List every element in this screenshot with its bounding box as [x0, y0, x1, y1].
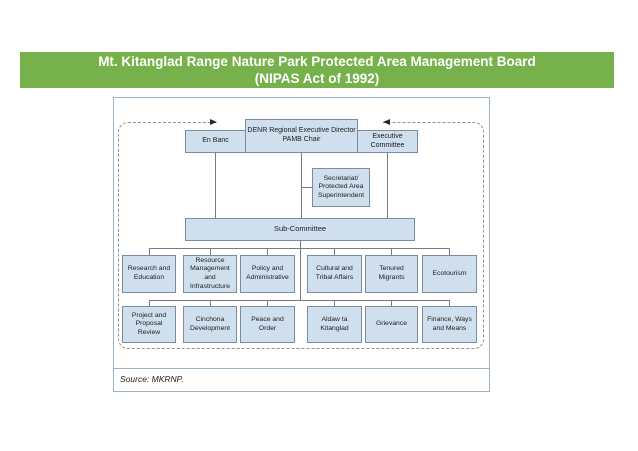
org-node-tenured-migrants: Tenured Migrants: [365, 255, 418, 293]
org-node-cultural-and-tribal-affairs: Cultural and Tribal Affairs: [307, 255, 362, 293]
connector-line: [149, 248, 450, 249]
slide-title-line2: (NIPAS Act of 1992): [254, 71, 380, 86]
org-node-aldaw-ta-kitanglad: Aldaw ta Kitanglad: [307, 306, 362, 343]
connector-line: [210, 248, 211, 255]
org-node-resource-management-infrastructure: Resource Management and Infrastructure: [183, 255, 237, 293]
connector-line: [334, 248, 335, 255]
connector-line: [149, 248, 150, 255]
org-node-project-and-proposal-review: Project and Proposal Review: [122, 306, 176, 343]
org-node-executive-committee: Executive Committee: [357, 130, 418, 153]
org-node-en-banc: En Banc: [185, 130, 246, 153]
connector-line: [149, 300, 150, 306]
connector-line: [387, 153, 388, 218]
dashed-arrow-left-icon: [383, 119, 390, 125]
slide-title-line1: Mt. Kitanglad Range Nature Park Protecte…: [98, 54, 536, 69]
org-node-finance-ways-and-means: Finance, Ways and Means: [422, 306, 477, 343]
connector-line: [301, 187, 312, 188]
connector-line: [300, 241, 301, 300]
connector-line: [149, 300, 450, 301]
connector-line: [301, 153, 302, 218]
org-node-secretariat: Secretariat/ Protected Area Superintende…: [312, 168, 370, 207]
connector-line: [210, 300, 211, 306]
connector-line: [215, 153, 216, 218]
org-node-sub-committee: Sub-Committee: [185, 218, 415, 241]
connector-line: [334, 300, 335, 306]
connector-line: [391, 300, 392, 306]
dashed-arrow-right-icon: [210, 119, 217, 125]
figure-footer-divider: [114, 368, 489, 369]
connector-line: [449, 300, 450, 306]
org-node-research-and-education: Research and Education: [122, 255, 176, 293]
org-node-ecotourism: Ecotourism: [422, 255, 477, 293]
source-note: Source: MKRNP.: [120, 374, 184, 384]
connector-line: [449, 248, 450, 255]
org-node-grievance: Grievance: [365, 306, 418, 343]
connector-line: [267, 248, 268, 255]
slide-title-banner: Mt. Kitanglad Range Nature Park Protecte…: [20, 52, 614, 88]
connector-line: [267, 300, 268, 306]
org-node-cinchona-development: Cinchona Development: [183, 306, 237, 343]
org-node-policy-and-administrative: Policy and Administrative: [240, 255, 295, 293]
org-node-pamb-chair: DENR Regional Executive Director PAMB Ch…: [245, 119, 358, 153]
org-node-peace-and-order: Peace and Order: [240, 306, 295, 343]
connector-line: [391, 248, 392, 255]
